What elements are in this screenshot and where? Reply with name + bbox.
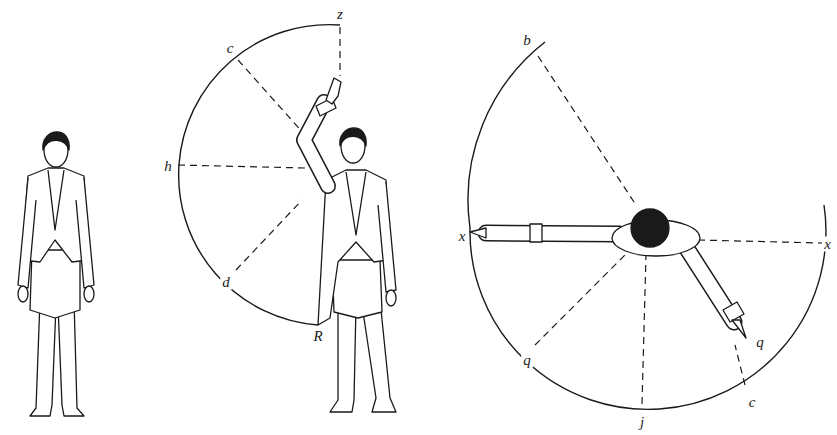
lapel <box>346 172 366 235</box>
arc-label: R <box>311 329 324 344</box>
radius-line <box>735 345 745 385</box>
radius-line <box>178 165 305 168</box>
lapel <box>48 170 64 230</box>
breeches <box>332 260 382 318</box>
raised-arm <box>304 102 328 186</box>
dashed-radii <box>178 27 822 404</box>
hand <box>84 286 94 302</box>
swing-arc <box>468 42 826 409</box>
head <box>631 209 669 247</box>
leg <box>362 300 396 412</box>
radius-line <box>538 56 636 205</box>
radius-line <box>238 60 305 135</box>
leg <box>58 300 84 416</box>
hand <box>470 228 486 238</box>
cuff <box>530 224 542 242</box>
arm <box>378 182 396 292</box>
arc-group <box>179 25 826 410</box>
top-view-man <box>470 209 746 338</box>
arm <box>76 178 94 288</box>
arm-raising-man <box>304 78 396 412</box>
arc-label: x <box>822 237 833 252</box>
arm <box>486 233 620 234</box>
arc-label: q <box>521 353 533 368</box>
hair <box>340 128 366 146</box>
raised-arm <box>304 102 328 186</box>
hand <box>18 286 28 302</box>
arm <box>18 178 36 288</box>
arc-label: j <box>638 415 646 430</box>
radius-line <box>236 200 302 270</box>
arc-label: x <box>457 229 468 244</box>
radius-line <box>698 240 822 243</box>
cuff <box>723 302 744 322</box>
hand <box>732 320 746 338</box>
radius-line <box>642 255 646 404</box>
arc-label: b <box>521 33 533 48</box>
arc-label: c <box>225 41 236 56</box>
arc-label: q <box>754 335 766 350</box>
swing-arc <box>179 25 340 325</box>
hand <box>326 78 341 104</box>
arc-label: d <box>220 275 232 290</box>
arm <box>486 233 620 234</box>
standing-man <box>18 132 94 416</box>
radius-line <box>339 27 340 76</box>
arc-label: z <box>335 7 345 22</box>
arc-label: c <box>747 395 758 410</box>
hair <box>43 132 69 150</box>
hand <box>386 290 396 306</box>
arc-label: h <box>162 159 174 174</box>
radius-line <box>535 255 625 345</box>
